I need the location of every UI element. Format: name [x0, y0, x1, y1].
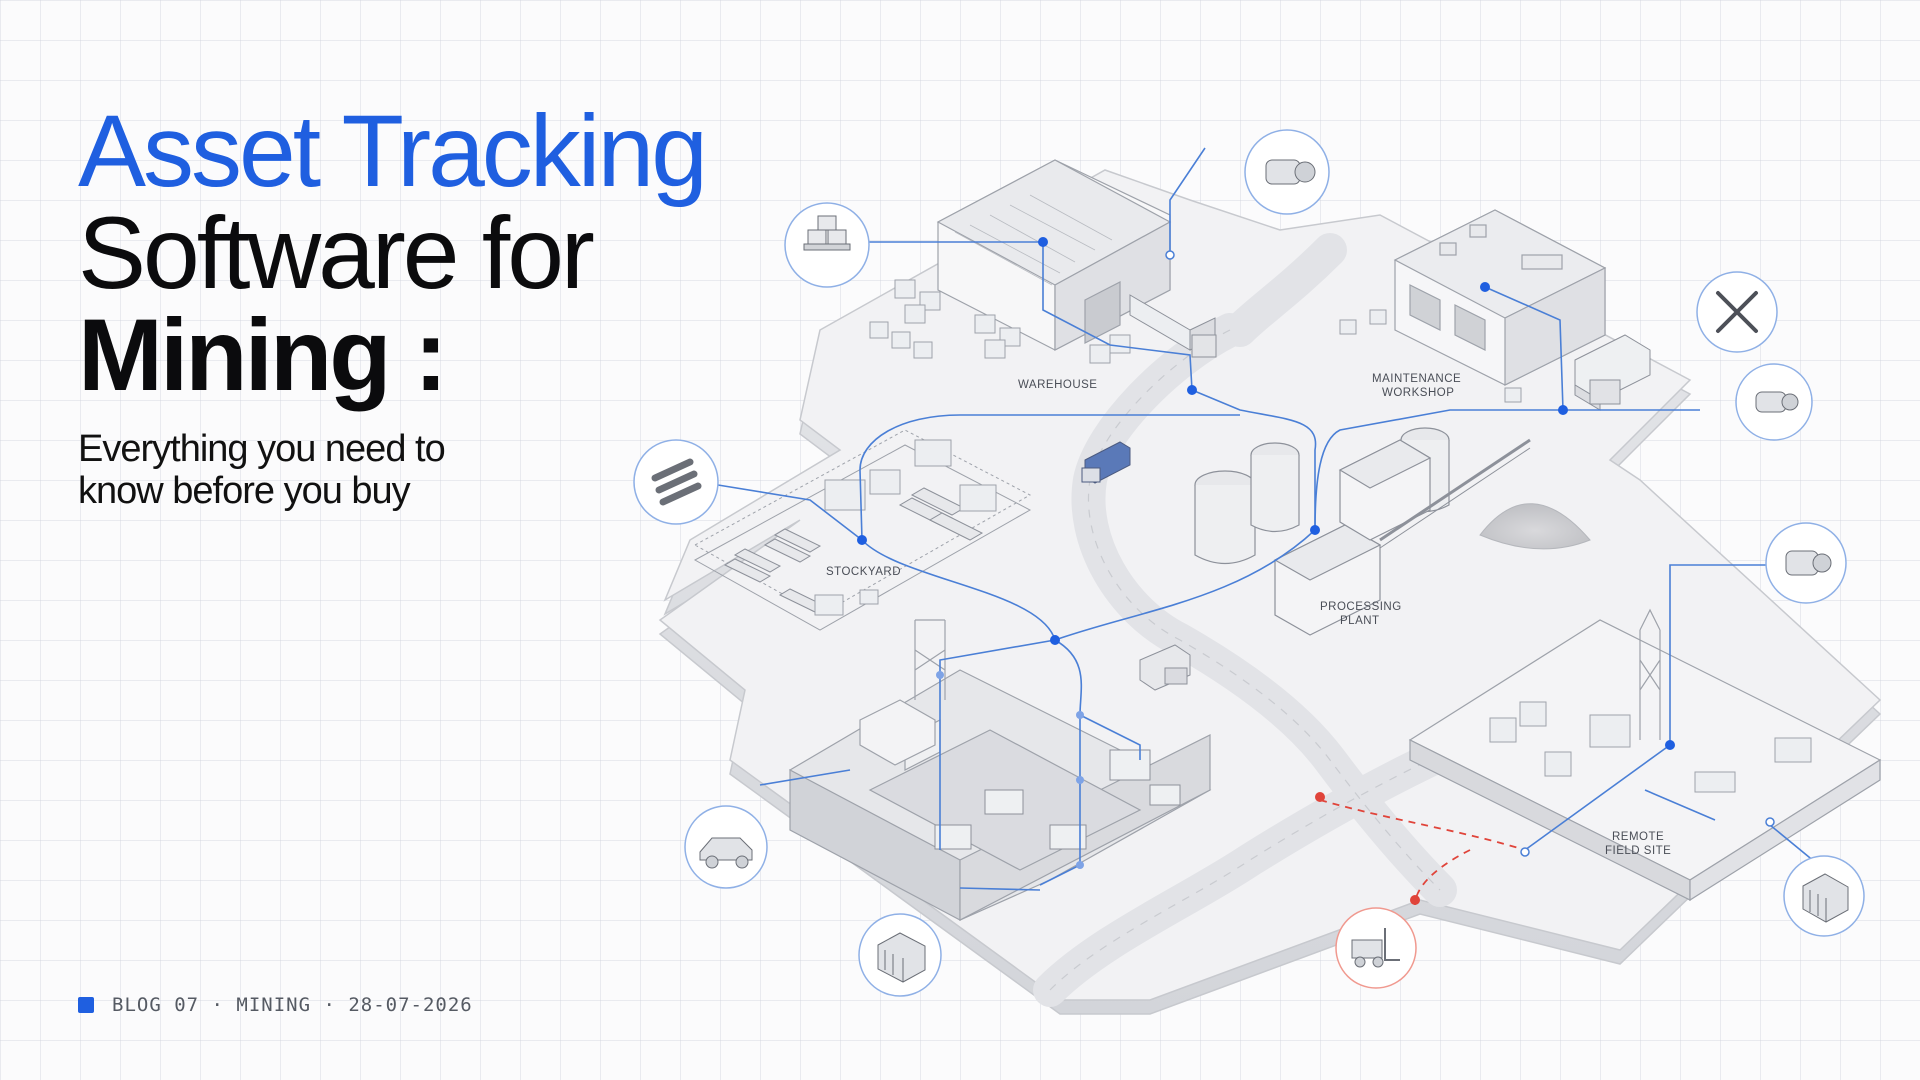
stockyard-pipes	[723, 487, 984, 613]
container-icon	[858, 913, 942, 997]
tracking-nodes	[857, 237, 1775, 905]
field-site	[1408, 608, 1882, 902]
page-subtitle: Everything you need to know before you b…	[78, 428, 758, 512]
workshop-building	[1393, 209, 1607, 386]
haul-truck-grey	[1139, 644, 1191, 691]
motor-icon	[1244, 129, 1330, 215]
zone-label-plant-1: PROCESSING	[1320, 601, 1402, 613]
motor-icon-2	[1765, 522, 1847, 604]
subtitle-line-1: Everything you need to	[78, 428, 446, 470]
zone-label-warehouse: WAREHOUSE	[1018, 379, 1097, 391]
forklift-icon	[1335, 907, 1417, 989]
loader-icon	[684, 805, 768, 889]
pipes-icon	[633, 439, 719, 525]
warehouse-truck	[1129, 294, 1217, 358]
meta-text: BLOG 07 · MINING · 28-07-2026	[112, 994, 473, 1016]
processing-plant	[1194, 427, 1531, 636]
ore-stockpile	[1479, 503, 1591, 550]
zone-label-workshop-2: WORKSHOP	[1382, 387, 1454, 399]
zone-label-stockyard: STOCKYARD	[826, 566, 901, 578]
pump-icon	[1735, 363, 1813, 441]
page-title-line-1: Asset Tracking	[78, 94, 708, 208]
zone-label-plant-2: PLANT	[1340, 615, 1380, 627]
zone-label-field-1: REMOTE	[1612, 831, 1664, 843]
page-title-line-3: Mining :	[78, 298, 448, 412]
warehouse-crates	[869, 279, 1131, 364]
page-title-line-2: Software for	[78, 196, 595, 310]
haul-truck-blue	[1081, 441, 1131, 484]
warehouse-building	[936, 159, 1172, 351]
tracking-lines	[717, 147, 1816, 891]
wrench-icon	[1696, 271, 1778, 353]
workshop-truck	[1574, 334, 1651, 411]
zone-label-workshop-1: MAINTENANCE	[1372, 373, 1461, 385]
zone-label-field-2: FIELD SITE	[1605, 845, 1671, 857]
pallet-icon	[784, 202, 870, 288]
meta-square-icon	[78, 997, 94, 1013]
asset-icons	[633, 129, 1865, 997]
alert-route	[1319, 799, 1526, 906]
title-block: Asset Tracking Software for Mining : Eve…	[78, 100, 758, 512]
container-icon-2	[1783, 855, 1865, 937]
post-meta: BLOG 07 · MINING · 28-07-2026	[78, 994, 473, 1016]
subtitle-line-2: know before you buy	[78, 470, 411, 512]
